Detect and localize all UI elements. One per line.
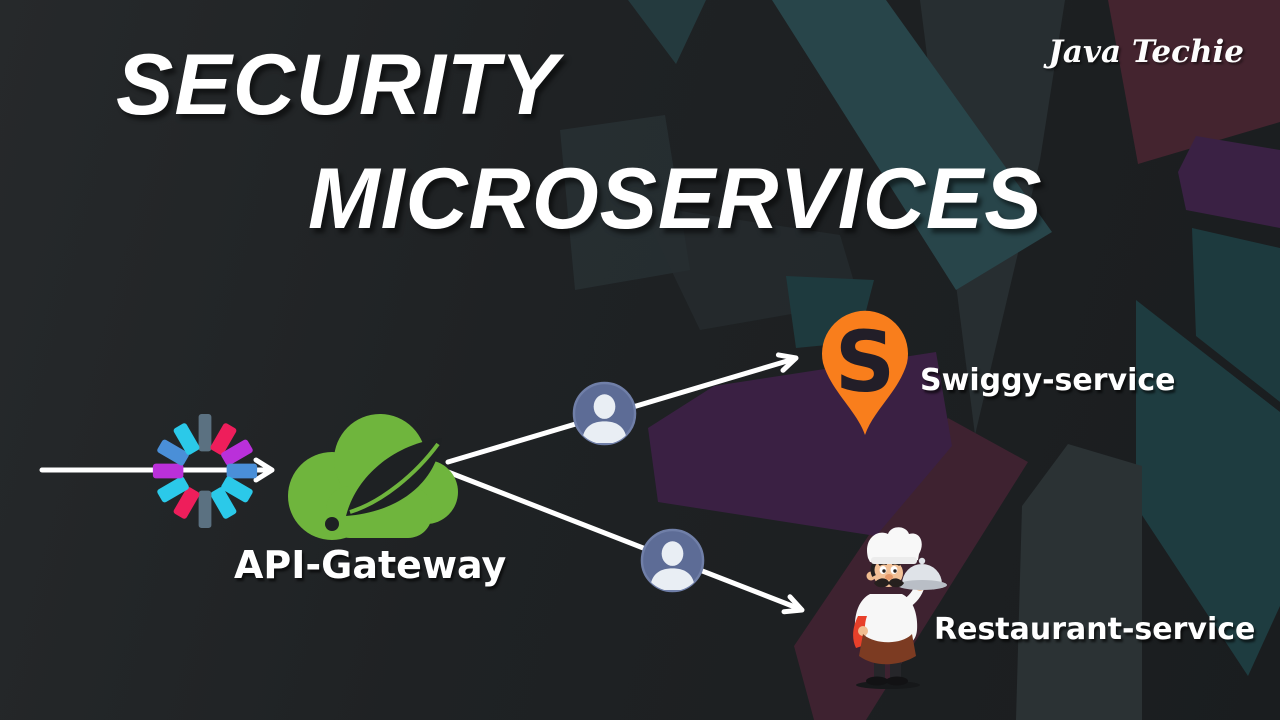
spring-cloud-gateway-icon xyxy=(288,414,458,540)
swiggy-service-label: Swiggy-service xyxy=(920,363,1176,398)
bg-shape-teal-right-lower xyxy=(1136,300,1280,676)
bg-shape-teal-corner xyxy=(628,0,706,64)
bg-shape-gray-pentagon xyxy=(1016,444,1142,720)
burst-spinner-icon xyxy=(152,413,258,529)
user-avatar-icon xyxy=(640,528,705,593)
bg-shape-maroon-topright xyxy=(1108,0,1280,164)
swiggy-letter: S xyxy=(835,313,896,411)
api-gateway-label: API-Gateway xyxy=(234,543,507,587)
restaurant-service-label: Restaurant-service xyxy=(934,612,1256,647)
bg-shape-purple-right xyxy=(1178,136,1280,228)
chef-illustration xyxy=(853,527,947,689)
gateway-to-restaurant-arrow xyxy=(445,469,805,615)
title-line-2: MICROSERVICES xyxy=(308,151,1043,247)
title-line-1: SECURITY xyxy=(116,37,559,133)
brand-watermark: Java Techie xyxy=(1048,34,1244,70)
bg-shape-teal-band-top xyxy=(772,0,1052,290)
bg-shape-slate-blob xyxy=(560,115,690,290)
bg-shape-teal-right-upper xyxy=(1192,228,1280,402)
user-avatar-icon xyxy=(572,381,637,446)
swiggy-logo-icon: S xyxy=(822,310,908,435)
